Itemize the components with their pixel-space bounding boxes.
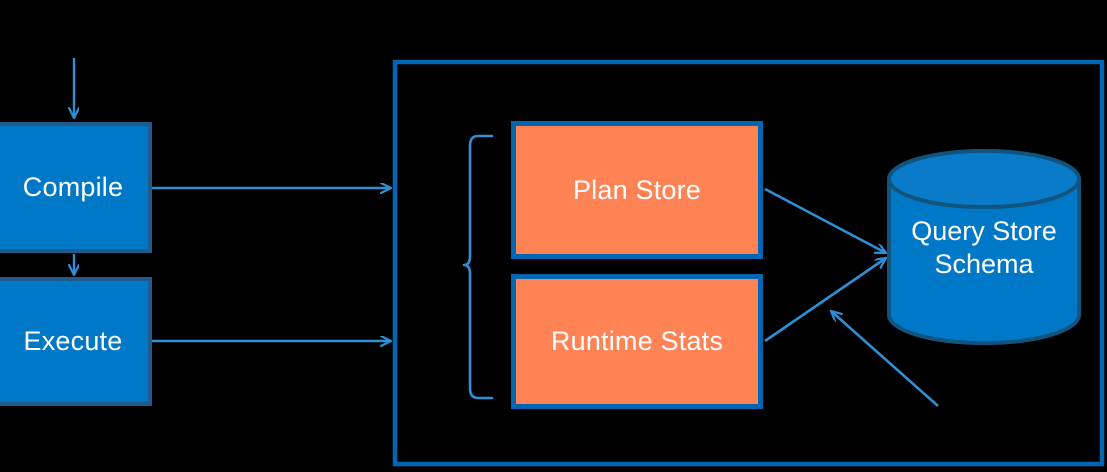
compile-box[interactable]: Compile <box>0 122 152 253</box>
plan-store-box[interactable]: Plan Store <box>511 121 763 259</box>
plan-store-box-label: Plan Store <box>572 174 702 205</box>
compile-box-label: Compile <box>22 172 124 202</box>
edge-plan-store-to-schema <box>764 187 886 255</box>
edge-external-to-schema <box>831 311 939 407</box>
query-store-schema-cylinder <box>887 149 1081 345</box>
execute-box-label: Execute <box>23 326 123 356</box>
runtime-stats-box-label: Runtime Stats <box>550 326 724 356</box>
edge-runtime-stats-to-schema <box>764 258 886 343</box>
execute-box[interactable]: Execute <box>0 277 152 406</box>
query-store-container-outline <box>392 59 1105 467</box>
runtime-stats-box[interactable]: Runtime Stats <box>511 274 763 409</box>
grouping-brace <box>462 134 494 400</box>
